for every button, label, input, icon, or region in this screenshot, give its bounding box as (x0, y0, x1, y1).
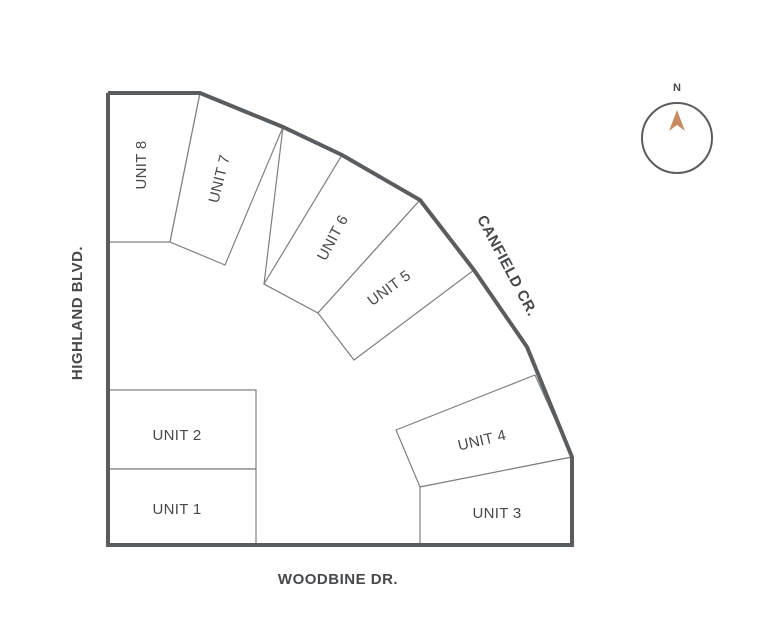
street-canfield-cr: CANFIELD CR. (473, 213, 541, 320)
north-compass: N (641, 82, 713, 174)
unit-2-label: UNIT 2 (152, 427, 201, 444)
compass-north-label: N (673, 82, 681, 94)
street-woodbine-dr: WOODBINE DR. (278, 571, 398, 588)
unit-3-label: UNIT 3 (472, 505, 521, 522)
unit-8-label: UNIT 8 (133, 140, 150, 189)
north-arrow-icon (669, 110, 685, 131)
unit-1-label: UNIT 1 (152, 501, 201, 518)
compass-ring (641, 102, 713, 174)
street-highland-blvd: HIGHLAND BLVD. (69, 246, 86, 380)
property-boundary (106, 91, 574, 547)
